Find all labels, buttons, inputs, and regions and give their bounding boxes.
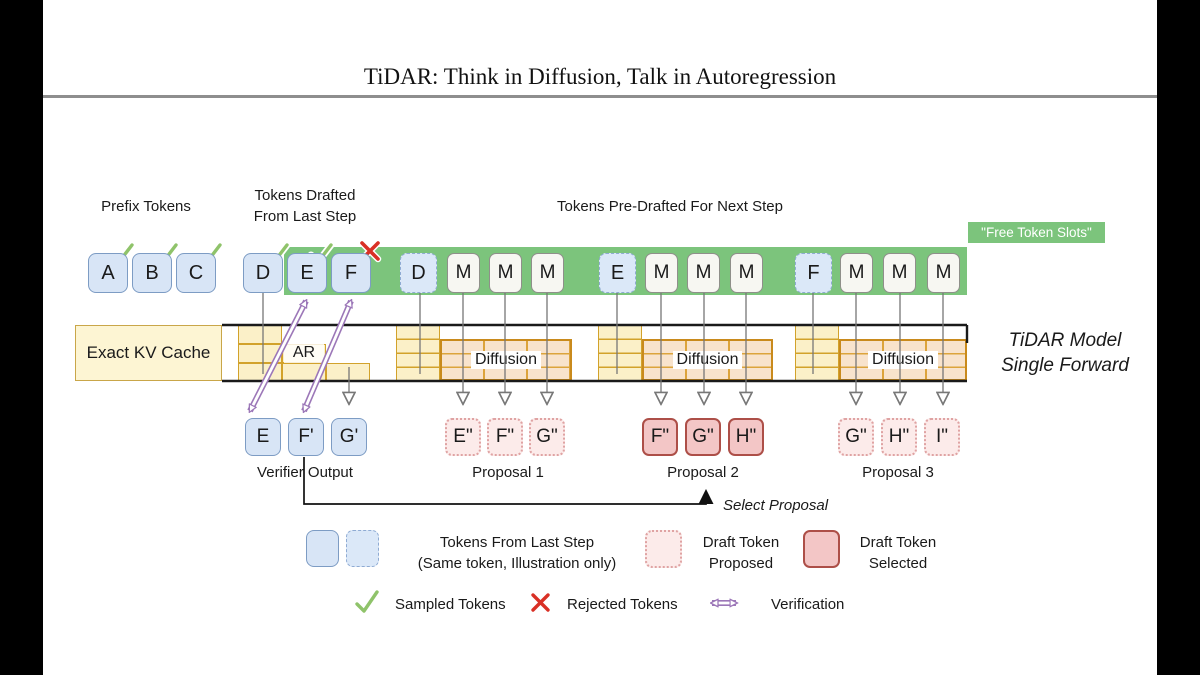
kv-stack-1 xyxy=(396,325,440,381)
proposal1-token: G" xyxy=(529,418,565,456)
ar-mask-cell xyxy=(238,344,282,363)
legend-draft-selected-text: Draft Token Selected xyxy=(845,532,951,574)
token-d-anchor: D xyxy=(400,253,437,293)
mask-token: M xyxy=(883,253,916,293)
tokens-drafted-label: Tokens Drafted From Last Step xyxy=(239,185,371,227)
legend-draft-proposed-line1: Draft Token xyxy=(702,534,780,551)
prefix-tokens-label: Prefix Tokens xyxy=(101,198,191,215)
letterbox-left xyxy=(0,0,43,675)
kv-stack-2 xyxy=(598,325,642,381)
legend-last-step-text: Tokens From Last Step (Same token, Illus… xyxy=(386,532,648,574)
verifier-token-e: E xyxy=(245,418,281,456)
proposal2-token: F" xyxy=(642,418,678,456)
mask-token: M xyxy=(447,253,480,293)
token-e-drafted: E xyxy=(287,253,327,293)
legend-draft-proposed-box xyxy=(645,530,682,568)
diffusion-block-1: Diffusion xyxy=(440,339,572,381)
verifier-token-g1: G' xyxy=(331,418,367,456)
tokens-drafted-line1: Tokens Drafted xyxy=(254,187,356,204)
mask-token: M xyxy=(840,253,873,293)
tokens-drafted-line2: From Last Step xyxy=(253,208,357,225)
letterbox-right xyxy=(1157,0,1200,675)
legend-draft-selected-line1: Draft Token xyxy=(859,534,937,551)
mask-token: M xyxy=(531,253,564,293)
kv-stack-3 xyxy=(795,325,839,381)
mask-token: M xyxy=(489,253,522,293)
mask-token: M xyxy=(645,253,678,293)
legend-rejected-text: Rejected Tokens xyxy=(567,596,678,613)
legend-sampled-text: Sampled Tokens xyxy=(395,596,506,613)
diffusion-label-1: Diffusion xyxy=(471,351,541,369)
legend-draft-selected-line2: Selected xyxy=(868,555,928,572)
model-note-line2: Single Forward xyxy=(1001,355,1129,376)
token-d-drafted: D xyxy=(243,253,283,293)
legend-draft-selected-box xyxy=(803,530,840,568)
diffusion-label-2: Diffusion xyxy=(672,351,743,369)
legend-rejected-x-icon xyxy=(530,592,551,613)
legend-draft-proposed-text: Draft Token Proposed xyxy=(688,532,794,574)
model-note-line1: TiDAR Model xyxy=(1008,330,1122,351)
model-note: TiDAR Model Single Forward xyxy=(985,328,1145,378)
figure-title: TiDAR: Think in Diffusion, Talk in Autor… xyxy=(363,64,837,89)
proposal1-token: E" xyxy=(445,418,481,456)
ar-mask-cell xyxy=(238,363,282,381)
mask-token: M xyxy=(730,253,763,293)
diffusion-label-3: Diffusion xyxy=(868,351,938,369)
legend-verification-text: Verification xyxy=(771,596,845,613)
legend-draft-proposed-line2: Proposed xyxy=(708,555,774,572)
mask-token: M xyxy=(687,253,720,293)
exact-kv-cache-box: Exact KV Cache xyxy=(75,325,222,381)
proposal2-token: G" xyxy=(685,418,721,456)
proposal2-token: H" xyxy=(728,418,764,456)
legend-last-step-line1: Tokens From Last Step xyxy=(439,534,595,551)
token-f-drafted: F xyxy=(331,253,371,293)
proposal3-label: Proposal 3 xyxy=(862,464,934,481)
proposal1-label: Proposal 1 xyxy=(472,464,544,481)
ar-mask-cell xyxy=(238,325,282,344)
token-b: B xyxy=(132,253,172,293)
proposal3-token: H" xyxy=(881,418,917,456)
ar-mask-cell xyxy=(326,363,370,381)
legend-last-step-line2: (Same token, Illustration only) xyxy=(417,555,617,572)
proposal2-label: Proposal 2 xyxy=(667,464,739,481)
select-proposal-label: Select Proposal xyxy=(723,497,829,514)
diffusion-block-2: Diffusion xyxy=(642,339,773,381)
diffusion-block-3: Diffusion xyxy=(839,339,967,381)
token-e-anchor: E xyxy=(599,253,636,293)
legend-solid-blue-box xyxy=(306,530,339,567)
free-token-slots-chip: "Free Token Slots" xyxy=(968,222,1105,243)
ar-mask-cell xyxy=(282,363,326,381)
predrafted-label: Tokens Pre-Drafted For Next Step xyxy=(557,198,783,215)
verifier-token-f1: F' xyxy=(288,418,324,456)
mask-token: M xyxy=(927,253,960,293)
token-c: C xyxy=(176,253,216,293)
proposal1-token: F" xyxy=(487,418,523,456)
proposal3-token: I" xyxy=(924,418,960,456)
token-a: A xyxy=(88,253,128,293)
token-f-anchor: F xyxy=(795,253,832,293)
ar-label: AR xyxy=(284,343,324,363)
proposal3-token: G" xyxy=(838,418,874,456)
legend-checkmark-icon xyxy=(353,588,381,615)
verifier-output-label: Verifier Output xyxy=(257,464,353,481)
title-divider xyxy=(43,95,1157,98)
legend-dashed-blue-box xyxy=(346,530,379,567)
